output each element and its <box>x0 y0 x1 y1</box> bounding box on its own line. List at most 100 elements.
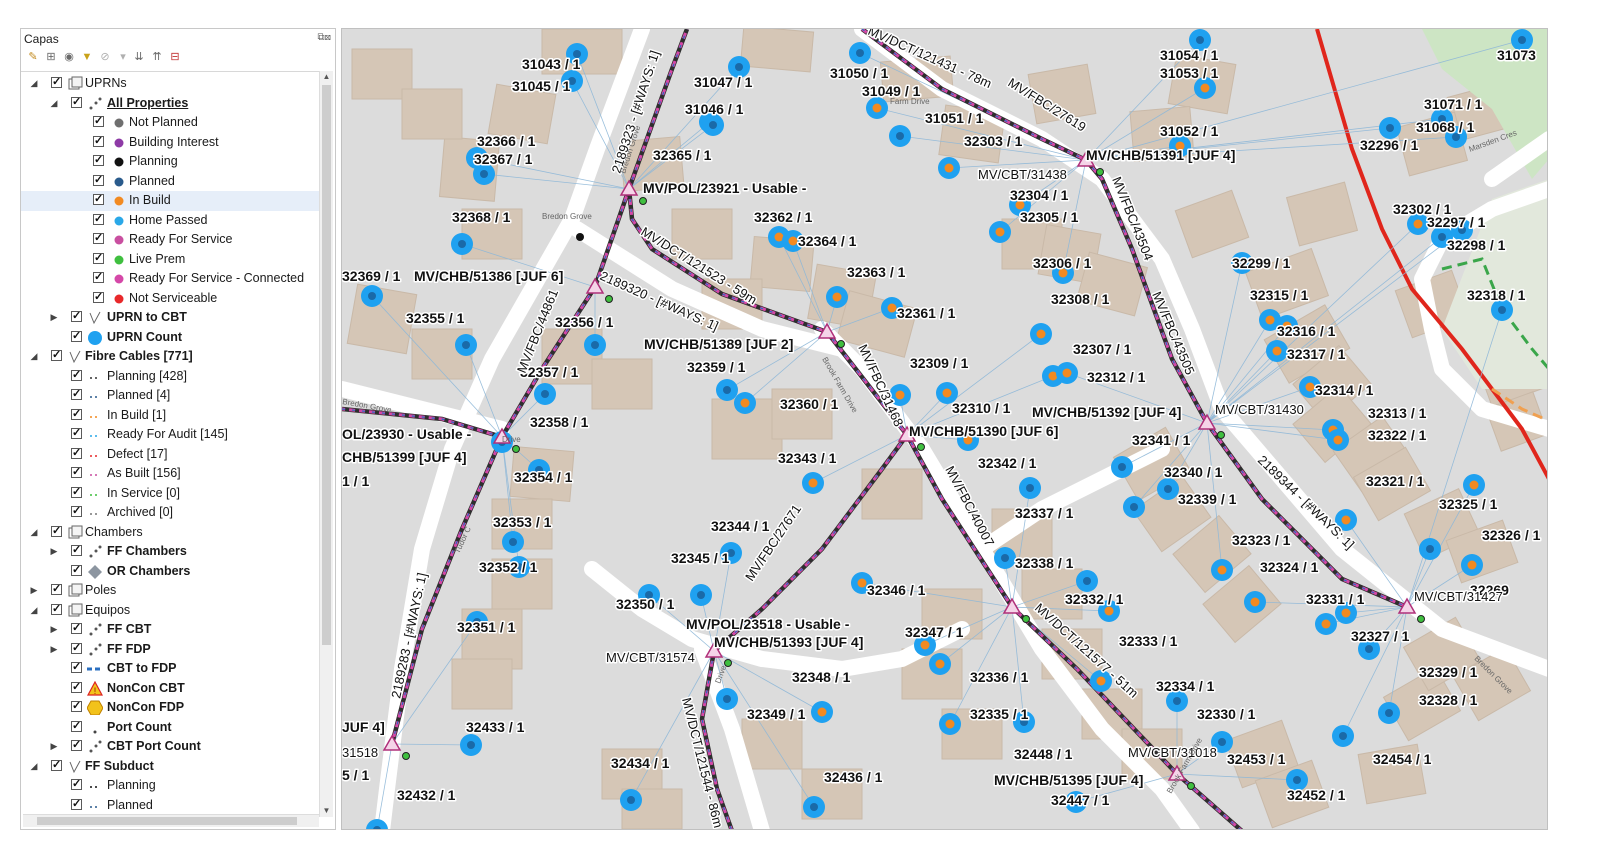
dropdown-icon[interactable]: ▾ <box>120 51 126 63</box>
layer-visibility-checkbox[interactable]: ✓ <box>93 232 104 244</box>
remove-layer-icon[interactable]: ⊟ <box>170 51 180 63</box>
expand-arrow-icon[interactable]: ▶ <box>50 312 58 322</box>
layer-visibility-checkbox[interactable]: ✓ <box>71 719 82 732</box>
collapse-arrow-icon[interactable]: ◢ <box>30 760 38 771</box>
layer-visibility-checkbox[interactable]: ✓ <box>71 739 82 751</box>
layer-row-noncon-cbt[interactable]: ✓!NonCon CBT <box>21 679 319 699</box>
layer-visibility-checkbox[interactable]: ✓ <box>51 524 62 537</box>
style-icon[interactable]: ✎ <box>28 51 38 63</box>
expand-arrow-icon[interactable]: ▶ <box>50 624 58 634</box>
layer-row-in-build[interactable]: ✓In Build <box>21 191 319 211</box>
vertical-scrollbar[interactable]: ▲ ▼ <box>319 71 333 817</box>
layer-row-ff-fdp[interactable]: ▶✓FF FDP <box>21 640 319 660</box>
layer-visibility-checkbox[interactable]: ✓ <box>71 407 82 420</box>
layer-row-poles[interactable]: ▶✓Poles <box>21 581 319 601</box>
collapse-arrow-icon[interactable]: ◢ <box>30 526 38 537</box>
layer-row-or-chambers[interactable]: ✓OR Chambers <box>21 562 319 582</box>
filter-icon[interactable]: ▼ <box>81 51 93 63</box>
layer-visibility-checkbox[interactable]: ✓ <box>93 154 104 166</box>
layer-visibility-checkbox[interactable]: ✓ <box>93 173 104 186</box>
layer-row-planned-4[interactable]: ✓Planned [4] <box>21 386 319 406</box>
layer-visibility-checkbox[interactable]: ✓ <box>71 778 82 790</box>
layer-row-planning[interactable]: ✓Planning <box>21 776 319 796</box>
horizontal-scrollbar[interactable] <box>23 814 319 827</box>
layer-row-noncon-fdp[interactable]: ✓NonCon FDP <box>21 698 319 718</box>
layer-visibility-checkbox[interactable]: ✓ <box>71 368 82 381</box>
layer-visibility-checkbox[interactable]: ✓ <box>51 76 62 88</box>
layer-visibility-checkbox[interactable]: ✓ <box>93 212 104 225</box>
add-group-icon[interactable]: ⊞ <box>46 51 56 63</box>
scroll-up-icon[interactable]: ▲ <box>322 72 331 81</box>
layer-visibility-checkbox[interactable]: ✓ <box>71 388 82 400</box>
layer-row-planning[interactable]: ✓Planning <box>21 152 319 172</box>
panel-float-close-icon[interactable]: ⧉⊠ <box>317 32 332 43</box>
layer-visibility-checkbox[interactable]: ✓ <box>93 115 104 127</box>
collapse-arrow-icon[interactable]: ◢ <box>30 78 38 88</box>
collapse-arrow-icon[interactable]: ◢ <box>30 351 38 361</box>
layer-visibility-checkbox[interactable]: ✓ <box>51 583 62 595</box>
layer-row-ready-for-audit-145[interactable]: ✓Ready For Audit [145] <box>21 425 319 445</box>
collapse-arrow-icon[interactable]: ◢ <box>50 97 58 108</box>
collapse-all-icon[interactable]: ⇈ <box>152 51 162 63</box>
layer-visibility-checkbox[interactable]: ✓ <box>71 329 82 342</box>
layer-row-archived-0[interactable]: ✓Archived [0] <box>21 503 319 523</box>
layer-visibility-checkbox[interactable]: ✓ <box>71 95 82 108</box>
expand-arrow-icon[interactable]: ▶ <box>30 585 38 595</box>
layer-visibility-checkbox[interactable]: ✓ <box>71 641 82 654</box>
layer-visibility-checkbox[interactable]: ✓ <box>71 485 82 498</box>
layer-row-ready-for-service-connected[interactable]: ✓Ready For Service - Connected <box>21 269 319 289</box>
layer-visibility-checkbox[interactable]: ✓ <box>71 427 82 439</box>
layer-visibility-checkbox[interactable]: ✓ <box>71 466 82 478</box>
layer-visibility-checkbox[interactable]: ✓ <box>93 290 104 303</box>
layer-visibility-checkbox[interactable]: ✓ <box>71 446 82 459</box>
layer-visibility-checkbox[interactable]: ✓ <box>51 349 62 361</box>
layer-row-cbt-port-count[interactable]: ▶✓CBT Port Count <box>21 737 319 757</box>
layer-row-uprns[interactable]: ◢✓UPRNs <box>21 74 319 94</box>
layer-row-equipos[interactable]: ◢✓Equipos <box>21 601 319 621</box>
layer-visibility-checkbox[interactable]: ✓ <box>71 797 82 810</box>
layer-visibility-checkbox[interactable]: ✓ <box>71 563 82 576</box>
expand-arrow-icon[interactable]: ▶ <box>50 741 58 751</box>
layer-row-uprn-to-cbt[interactable]: ▶✓UPRN to CBT <box>21 308 319 328</box>
layer-visibility-checkbox[interactable]: ✓ <box>71 622 82 634</box>
layer-row-chambers[interactable]: ◢✓Chambers <box>21 523 319 543</box>
layer-visibility-checkbox[interactable]: ✓ <box>93 251 104 264</box>
expand-all-icon[interactable]: ⇊ <box>134 51 144 63</box>
visibility-icon[interactable]: ◉ <box>64 51 74 63</box>
scroll-down-icon[interactable]: ▼ <box>322 806 331 815</box>
layer-row-planned[interactable]: ✓Planned <box>21 796 319 816</box>
layer-row-as-built-156[interactable]: ✓As Built [156] <box>21 464 319 484</box>
layer-row-fibre-cables-771[interactable]: ◢✓Fibre Cables [771] <box>21 347 319 367</box>
layer-visibility-checkbox[interactable]: ✓ <box>71 661 82 673</box>
layer-row-not-planned[interactable]: ✓Not Planned <box>21 113 319 133</box>
layer-row-in-service-0[interactable]: ✓In Service [0] <box>21 484 319 504</box>
layer-visibility-checkbox[interactable]: ✓ <box>51 758 62 771</box>
expand-arrow-icon[interactable]: ▶ <box>50 546 58 556</box>
layer-row-in-build-1[interactable]: ✓In Build [1] <box>21 406 319 426</box>
layer-row-planned[interactable]: ✓Planned <box>21 172 319 192</box>
layer-row-home-passed[interactable]: ✓Home Passed <box>21 211 319 231</box>
layer-row-defect-17[interactable]: ✓Defect [17] <box>21 445 319 465</box>
filter-map-icon[interactable]: ⊘ <box>100 51 110 63</box>
layer-row-ff-subduct[interactable]: ◢✓FF Subduct <box>21 757 319 777</box>
layer-visibility-checkbox[interactable]: ✓ <box>71 544 82 556</box>
horizontal-scroll-thumb[interactable] <box>37 817 297 825</box>
layer-row-building-interest[interactable]: ✓Building Interest <box>21 133 319 153</box>
layer-visibility-checkbox[interactable]: ✓ <box>93 271 104 283</box>
scroll-thumb[interactable] <box>322 85 331 645</box>
layer-row-ready-for-service[interactable]: ✓Ready For Service <box>21 230 319 250</box>
layer-row-ff-cbt[interactable]: ▶✓FF CBT <box>21 620 319 640</box>
layer-row-uprn-count[interactable]: ✓UPRN Count <box>21 328 319 348</box>
layer-row-all-properties[interactable]: ◢✓All Properties <box>21 94 319 114</box>
layer-row-cbt-to-fdp[interactable]: ✓CBT to FDP <box>21 659 319 679</box>
layer-visibility-checkbox[interactable]: ✓ <box>93 134 104 147</box>
layer-row-not-serviceable[interactable]: ✓Not Serviceable <box>21 289 319 309</box>
layer-visibility-checkbox[interactable]: ✓ <box>93 193 104 205</box>
layer-row-ff-chambers[interactable]: ▶✓FF Chambers <box>21 542 319 562</box>
layer-row-port-count[interactable]: ✓Port Count <box>21 718 319 738</box>
layer-visibility-checkbox[interactable]: ✓ <box>71 680 82 693</box>
expand-arrow-icon[interactable]: ▶ <box>50 643 58 654</box>
layer-visibility-checkbox[interactable]: ✓ <box>71 310 82 322</box>
